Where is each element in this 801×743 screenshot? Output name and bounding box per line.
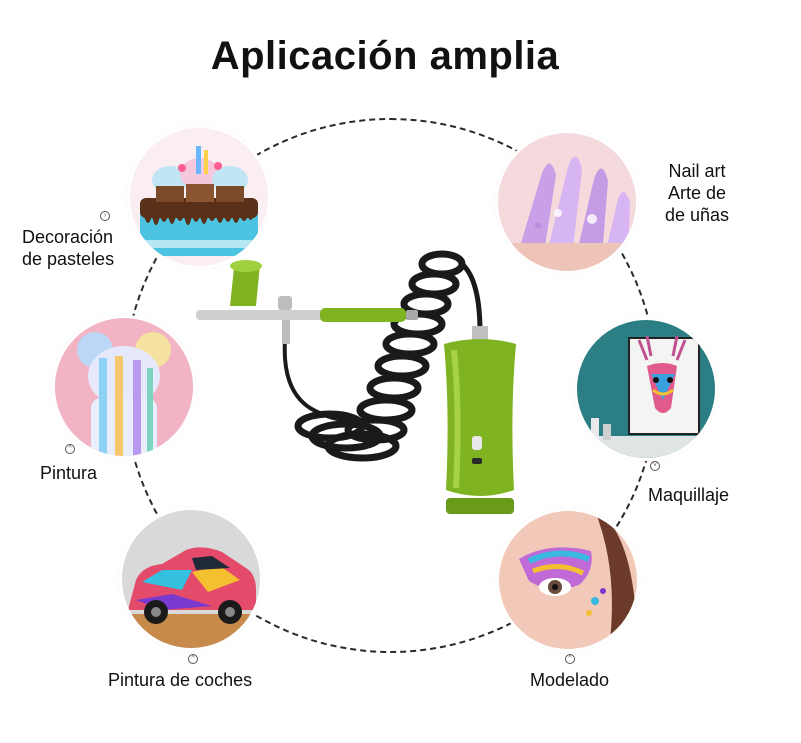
painting-marker-icon: ^ — [65, 444, 75, 454]
painting-image — [55, 318, 193, 456]
cake-label: Decoración de pasteles — [22, 227, 115, 269]
car-marker-icon: ^ — [188, 654, 198, 664]
modeling-image — [499, 511, 637, 649]
makeup-image — [577, 320, 715, 458]
cake-decoration-image — [130, 128, 268, 266]
cake-marker-icon: › — [100, 211, 110, 221]
makeup-marker-icon: ˅ — [650, 461, 660, 471]
car-painting-image — [122, 510, 260, 648]
nail-art-label: Nail art Arte de de uñas — [664, 161, 730, 225]
makeup-label: Maquillaje — [648, 485, 730, 505]
page-title: Aplicación amplia — [210, 34, 560, 78]
modeling-marker-icon: ^ — [565, 654, 575, 664]
airbrush-device-image — [190, 240, 530, 530]
car-painting-label: Pintura de coches — [108, 670, 253, 690]
modeling-label: Modelado — [530, 670, 610, 690]
painting-label: Pintura — [40, 463, 98, 483]
